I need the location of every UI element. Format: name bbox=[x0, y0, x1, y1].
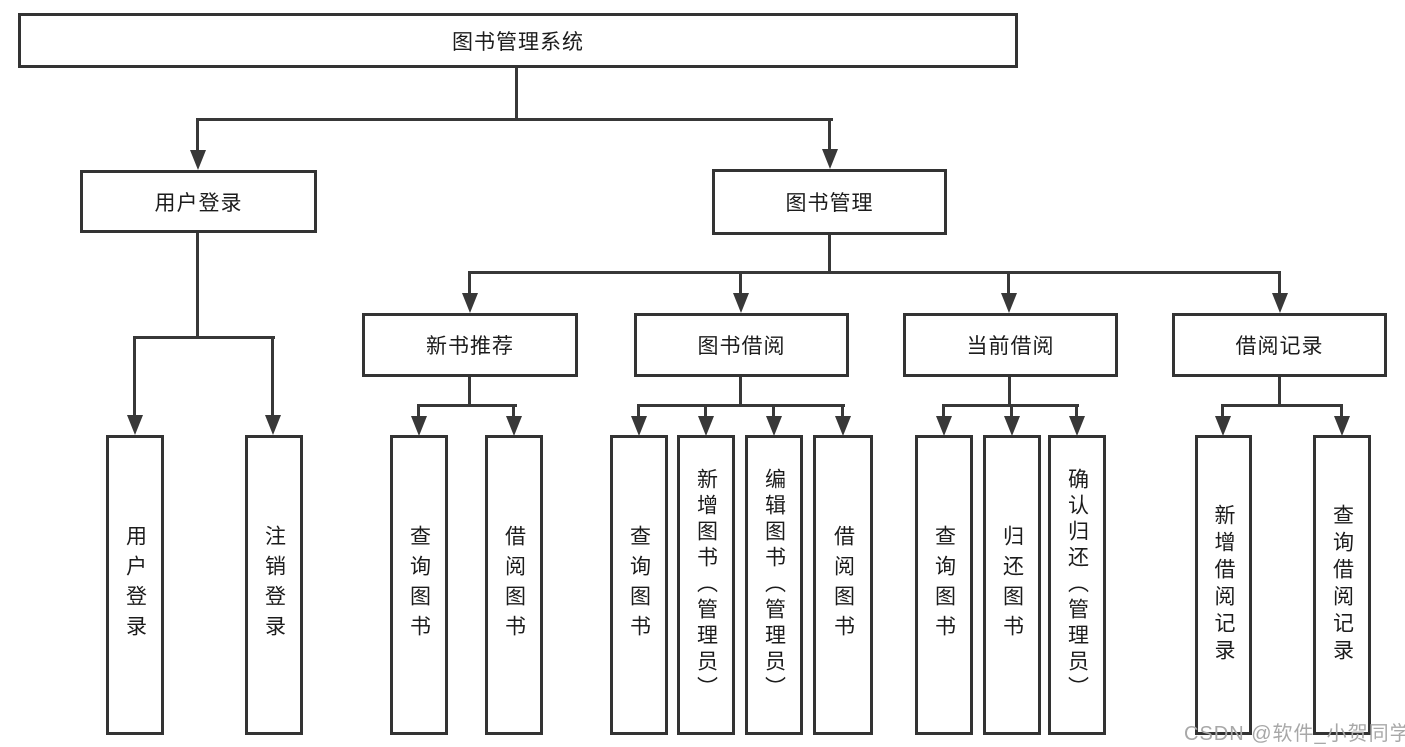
arrowhead-leaf-borrow-books-borrow bbox=[835, 416, 851, 436]
leaf-user-login: 用户登录 bbox=[106, 435, 164, 735]
leaf-return-books: 归还图书 bbox=[983, 435, 1041, 735]
connector-bookmgmt-drop-1 bbox=[468, 271, 471, 297]
node-borrow-records: 借阅记录 bbox=[1172, 313, 1387, 377]
arrowhead-book-mgmt bbox=[822, 149, 838, 169]
leaf-query-books-rec-label: 查询图书 bbox=[407, 525, 431, 645]
connector-newbookrec-drop-1 bbox=[417, 404, 420, 418]
connector-borrowrecords-stem bbox=[1278, 377, 1281, 407]
leaf-add-books: 新增图书（管理员） bbox=[677, 435, 735, 735]
leaf-query-books-rec: 查询图书 bbox=[390, 435, 448, 735]
connector-currentborrow-drop-1 bbox=[942, 404, 945, 418]
connector-currentborrow-stem bbox=[1008, 377, 1011, 407]
arrowhead-leaf-user-login bbox=[127, 415, 143, 435]
connector-bookmgmt-drop-2 bbox=[739, 271, 742, 297]
arrowhead-leaf-query-books-borrow bbox=[631, 416, 647, 436]
csdn-watermark: CSDN @软件_小贺同学 bbox=[1184, 723, 1405, 745]
arrowhead-leaf-query-books-rec bbox=[411, 416, 427, 436]
leaf-add-borrow-record: 新增借阅记录 bbox=[1195, 435, 1252, 735]
node-book-mgmt: 图书管理 bbox=[712, 169, 947, 235]
arrowhead-new-book-rec bbox=[462, 293, 478, 313]
connector-currentborrow-drop-3 bbox=[1075, 404, 1078, 418]
connector-newbookrec-stem bbox=[468, 377, 471, 407]
node-book-mgmt-label: 图书管理 bbox=[785, 192, 874, 215]
connector-currentborrow-drop-2 bbox=[1010, 404, 1013, 418]
leaf-borrow-books-borrow-label: 借阅图书 bbox=[831, 525, 855, 645]
connector-bookborrow-stem bbox=[739, 377, 742, 407]
connector-userlogin-stem bbox=[196, 233, 199, 339]
connector-borrowrecords-drop-1 bbox=[1221, 404, 1224, 418]
node-book-borrow: 图书借阅 bbox=[634, 313, 849, 377]
node-new-book-rec-label: 新书推荐 bbox=[426, 335, 514, 358]
leaf-return-books-label: 归还图书 bbox=[1000, 525, 1024, 645]
node-book-borrow-label: 图书借阅 bbox=[697, 335, 786, 358]
node-new-book-rec: 新书推荐 bbox=[362, 313, 578, 377]
connector-bookmgmt-branch bbox=[468, 271, 1281, 274]
connector-root-drop-right bbox=[828, 118, 831, 154]
leaf-logout: 注销登录 bbox=[245, 435, 303, 735]
arrowhead-leaf-confirm-return bbox=[1069, 416, 1085, 436]
connector-userlogin-drop-2 bbox=[271, 336, 274, 418]
leaf-logout-label: 注销登录 bbox=[262, 525, 286, 645]
arrowhead-borrow-records bbox=[1272, 293, 1288, 313]
connector-bookmgmt-stem bbox=[828, 235, 831, 274]
arrowhead-leaf-borrow-books-rec bbox=[506, 416, 522, 436]
arrowhead-leaf-add-borrow-record bbox=[1215, 416, 1231, 436]
connector-borrowrecords-drop-2 bbox=[1340, 404, 1343, 418]
arrowhead-user-login bbox=[190, 150, 206, 170]
connector-bookborrow-drop-1 bbox=[637, 404, 640, 418]
connector-userlogin-branch bbox=[133, 336, 275, 339]
leaf-confirm-return: 确认归还（管理员） bbox=[1048, 435, 1106, 735]
connector-userlogin-drop-1 bbox=[133, 336, 136, 418]
connector-bookborrow-branch bbox=[637, 404, 845, 407]
leaf-add-books-label: 新增图书（管理员） bbox=[694, 468, 718, 702]
connector-newbookrec-branch bbox=[417, 404, 517, 407]
connector-bookborrow-drop-3 bbox=[772, 404, 775, 418]
leaf-query-borrow-record-label: 查询借阅记录 bbox=[1330, 504, 1354, 666]
connector-root-branch bbox=[196, 118, 833, 121]
connector-borrowrecords-branch bbox=[1221, 404, 1343, 407]
arrowhead-leaf-query-borrow-record bbox=[1334, 416, 1350, 436]
arrowhead-book-borrow bbox=[733, 293, 749, 313]
node-user-login: 用户登录 bbox=[80, 170, 317, 233]
leaf-query-books-current: 查询图书 bbox=[915, 435, 973, 735]
connector-bookborrow-drop-2 bbox=[704, 404, 707, 418]
leaf-query-books-borrow: 查询图书 bbox=[610, 435, 668, 735]
arrowhead-leaf-query-books-current bbox=[936, 416, 952, 436]
node-current-borrow: 当前借阅 bbox=[903, 313, 1118, 377]
leaf-confirm-return-label: 确认归还（管理员） bbox=[1065, 468, 1089, 702]
connector-bookborrow-drop-4 bbox=[841, 404, 844, 418]
leaf-user-login-label: 用户登录 bbox=[123, 525, 147, 645]
arrowhead-leaf-add-books bbox=[698, 416, 714, 436]
arrowhead-current-borrow bbox=[1001, 293, 1017, 313]
connector-bookmgmt-drop-4 bbox=[1278, 271, 1281, 297]
connector-root-stem bbox=[515, 68, 518, 120]
node-root-label: 图书管理系统 bbox=[452, 30, 584, 54]
leaf-borrow-books-rec: 借阅图书 bbox=[485, 435, 543, 735]
arrowhead-leaf-logout bbox=[265, 415, 281, 435]
arrowhead-leaf-return-books bbox=[1004, 416, 1020, 436]
node-root: 图书管理系统 bbox=[18, 13, 1018, 68]
connector-bookmgmt-drop-3 bbox=[1007, 271, 1010, 297]
leaf-query-books-current-label: 查询图书 bbox=[932, 525, 956, 645]
leaf-borrow-books-borrow: 借阅图书 bbox=[813, 435, 873, 735]
arrowhead-leaf-edit-books bbox=[766, 416, 782, 436]
leaf-query-books-borrow-label: 查询图书 bbox=[627, 525, 651, 645]
leaf-edit-books-label: 编辑图书（管理员） bbox=[762, 468, 786, 702]
node-user-login-label: 用户登录 bbox=[154, 191, 243, 215]
node-borrow-records-label: 借阅记录 bbox=[1235, 335, 1324, 358]
node-current-borrow-label: 当前借阅 bbox=[966, 335, 1055, 358]
leaf-add-borrow-record-label: 新增借阅记录 bbox=[1212, 504, 1235, 666]
leaf-borrow-books-rec-label: 借阅图书 bbox=[502, 525, 526, 645]
leaf-query-borrow-record: 查询借阅记录 bbox=[1313, 435, 1371, 735]
leaf-edit-books: 编辑图书（管理员） bbox=[745, 435, 803, 735]
connector-root-drop-left bbox=[196, 118, 199, 154]
connector-newbookrec-drop-2 bbox=[512, 404, 515, 418]
